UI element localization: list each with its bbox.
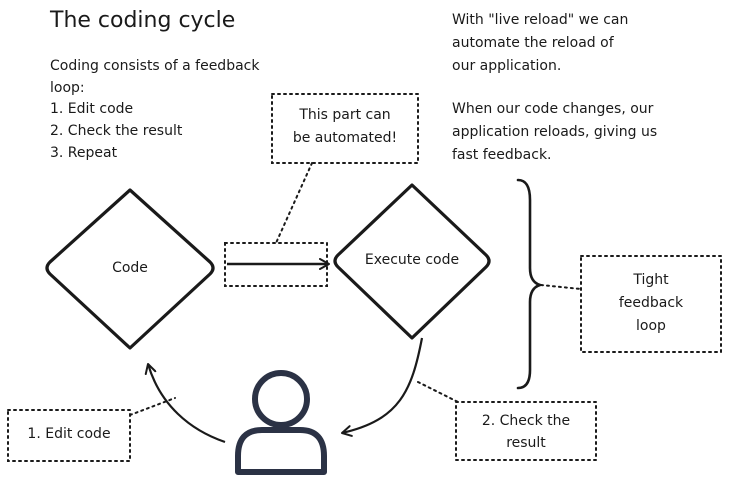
tight-loop-line-1: Tight bbox=[633, 272, 669, 288]
step-repeat: 3. Repeat bbox=[50, 145, 118, 161]
automated-callout-line-2: be automated! bbox=[292, 130, 398, 146]
note-line-1: With "live reload" we can bbox=[452, 12, 629, 28]
edit-code-connector bbox=[129, 397, 176, 416]
check-result-line-1: 2. Check the bbox=[481, 413, 571, 429]
step-edit-code: 1. Edit code bbox=[50, 101, 134, 117]
tight-loop-box bbox=[580, 255, 722, 353]
note-line-5: application reloads, giving us bbox=[452, 124, 658, 140]
note-line-3: our application. bbox=[452, 58, 562, 74]
automated-section-box bbox=[224, 242, 328, 287]
intro-line-2: loop: bbox=[50, 80, 85, 96]
note-line-6: fast feedback. bbox=[452, 147, 552, 163]
tight-loop-line-2: feedback bbox=[618, 295, 684, 311]
intro-line-1: Coding consists of a feedback bbox=[50, 58, 260, 74]
page-title: The coding cycle bbox=[50, 8, 236, 33]
execute-node-label: Execute code bbox=[364, 252, 460, 268]
code-diamond bbox=[45, 188, 215, 350]
code-node-label: Code bbox=[112, 260, 148, 276]
arrow-person-to-code bbox=[144, 363, 226, 444]
automated-callout-connector bbox=[275, 162, 313, 244]
check-result-connector bbox=[417, 381, 459, 403]
tight-loop-line-3: loop bbox=[636, 318, 666, 334]
check-result-box bbox=[455, 401, 597, 461]
note-line-4: When our code changes, our bbox=[452, 101, 654, 117]
check-result-line-2: result bbox=[506, 435, 546, 451]
tight-loop-connector bbox=[540, 284, 582, 290]
feedback-loop-brace bbox=[516, 178, 545, 390]
edit-code-box bbox=[7, 409, 131, 462]
automated-callout-line-1: This part can bbox=[299, 107, 391, 123]
execute-diamond bbox=[333, 183, 491, 340]
automated-callout-box bbox=[271, 93, 419, 164]
step-check-result: 2. Check the result bbox=[50, 123, 183, 139]
arrow-execute-to-person bbox=[341, 337, 424, 437]
note-line-2: automate the reload of bbox=[452, 35, 614, 51]
person-icon bbox=[235, 370, 327, 475]
edit-code-callout-label: 1. Edit code bbox=[27, 426, 111, 442]
